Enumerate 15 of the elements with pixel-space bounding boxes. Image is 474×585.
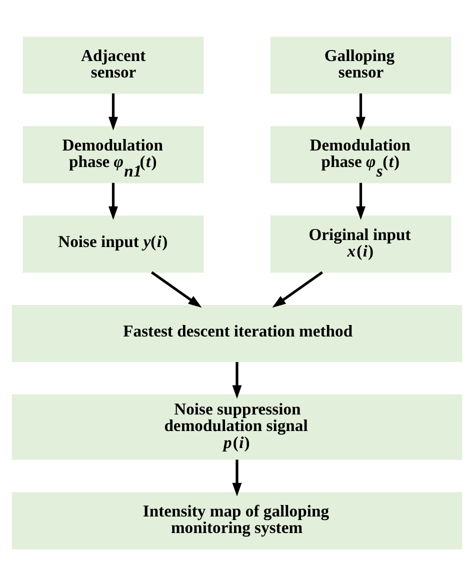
arrow: [356, 182, 366, 220]
node-box: Intensity map of galloping monitoring system: [12, 492, 462, 549]
node-box: Original input x(i): [270, 215, 452, 272]
arrow: [232, 459, 242, 496]
node-box: Noise suppression demodulation signal p(i): [12, 394, 462, 460]
node-box: Noise input y(i): [22, 215, 204, 272]
arrow: [150, 270, 202, 308]
node-box: Adjacent sensor: [22, 36, 204, 94]
arrow: [232, 362, 242, 398]
arrow: [108, 92, 118, 130]
arrow: [108, 182, 118, 220]
arrow: [272, 270, 324, 308]
node-box: Galloping sensor: [270, 36, 452, 94]
arrow: [356, 92, 366, 130]
node-box: Fastest descent iteration method: [12, 304, 462, 362]
